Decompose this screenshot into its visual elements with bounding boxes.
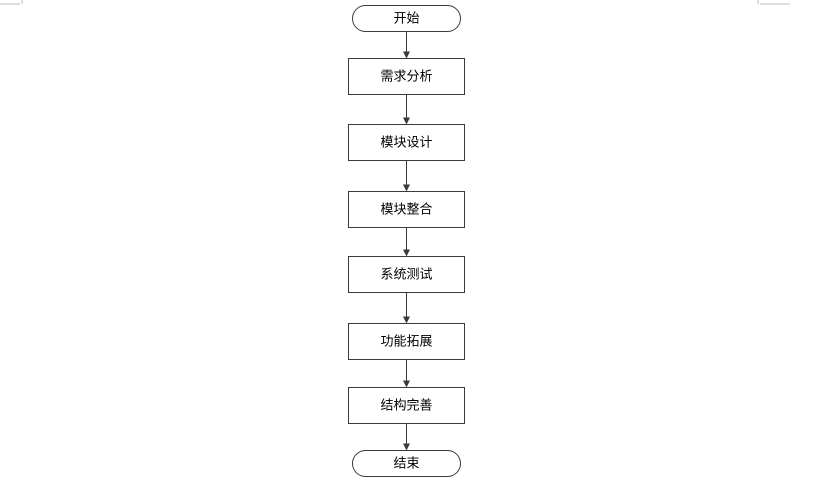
flow-node-module-integration: 模块整合 [348,191,465,228]
arrowhead-icon [403,380,410,388]
process-box [348,191,465,228]
flow-node-label: 结束 [393,457,419,472]
flow-node-label: 系统测试 [380,268,432,283]
flow-node-label: 功能拓展 [380,335,432,350]
process-box [348,124,465,161]
arrowhead-icon [403,443,410,451]
flow-node-structure-refinement: 结构完善 [348,387,465,424]
arrowhead-icon [403,249,410,257]
flow-arrow-start-to-requirements [403,31,410,59]
terminal-shape [352,5,461,32]
page-corner-mark-left [0,0,23,5]
flow-node-start: 开始 [352,5,461,32]
arrowhead-icon [403,316,410,324]
process-box [348,58,465,95]
flow-node-label: 开始 [393,12,419,27]
flow-node-label: 模块设计 [380,136,432,151]
process-box [348,256,465,293]
flow-node-feature-extension: 功能拓展 [348,323,465,360]
terminal-shape [352,450,461,477]
flow-node-label: 模块整合 [380,203,432,218]
process-box [348,323,465,360]
flow-node-system-testing: 系统测试 [348,256,465,293]
flow-node-label: 需求分析 [380,70,432,85]
arrowhead-icon [403,184,410,192]
flow-arrow-system-testing-to-feature-extension [403,292,410,324]
flow-arrow-structure-refinement-to-end [403,423,410,451]
arrowhead-icon [403,117,410,125]
flow-node-requirements: 需求分析 [348,58,465,95]
arrowhead-icon [403,51,410,59]
flow-node-module-design: 模块设计 [348,124,465,161]
flow-node-end: 结束 [352,450,461,477]
flow-arrow-requirements-to-module-design [403,94,410,125]
page-corner-marks [0,0,790,5]
flow-node-label: 结构完善 [380,398,432,414]
process-box [348,387,465,424]
flow-arrow-module-design-to-module-integration [403,160,410,192]
flow-arrow-feature-extension-to-structure-refinement [403,359,410,388]
flowchart-edges [403,31,410,451]
flow-arrow-module-integration-to-system-testing [403,227,410,257]
page-corner-mark-right [757,0,790,5]
